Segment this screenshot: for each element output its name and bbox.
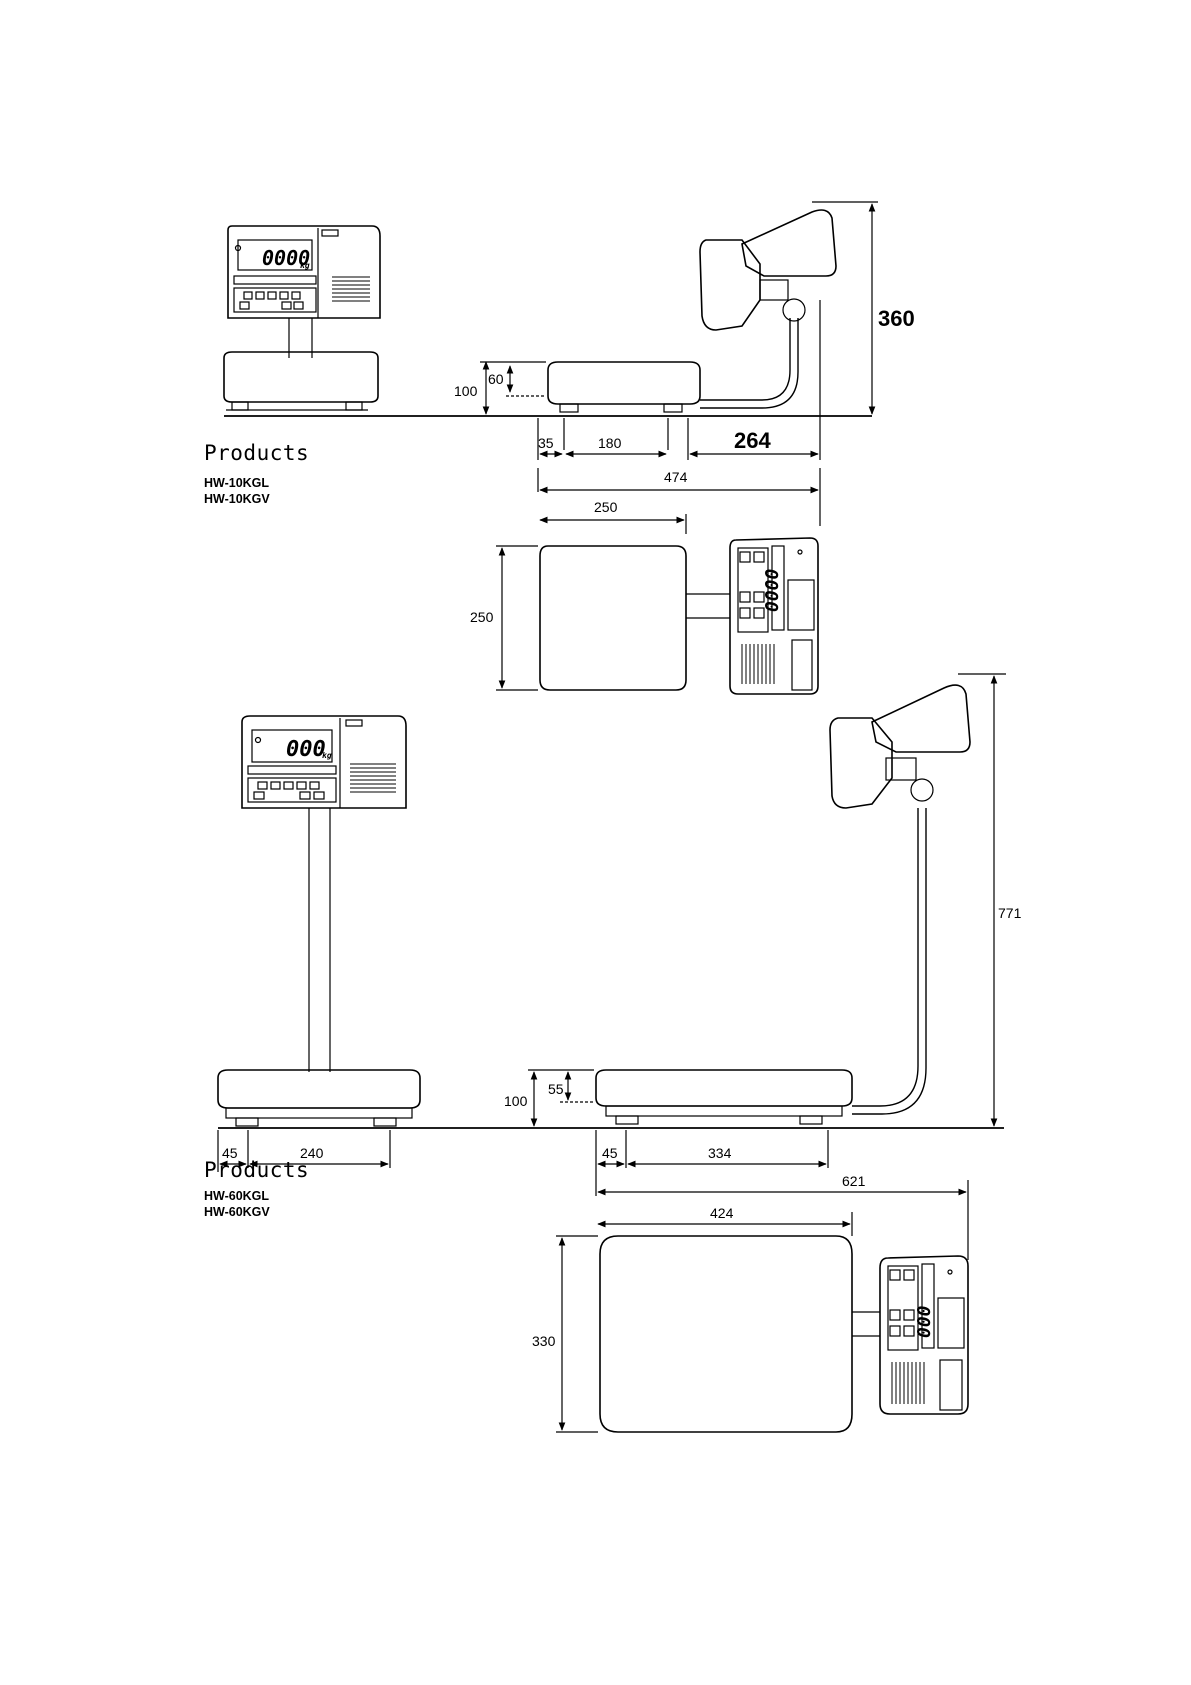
dim-base-height-large: 100 — [504, 1093, 528, 1109]
front-indicator-large — [242, 716, 406, 808]
dim-total-height-large: 771 — [998, 905, 1022, 921]
dim-platform-height-large: 55 — [548, 1081, 564, 1097]
front-platform-small — [224, 352, 378, 402]
side-platform-small — [548, 362, 700, 404]
foot-icon — [232, 402, 248, 410]
speaker-grill-small — [332, 277, 370, 301]
foot-icon — [346, 402, 362, 410]
top-platform-small — [540, 546, 686, 690]
dim-foot-offset-small: 35 — [538, 435, 554, 451]
lcd-reading-top-large: 000 — [914, 1305, 935, 1338]
dim-side-foot-spacing-large: 334 — [708, 1145, 732, 1161]
dim-base-height-small: 100 — [454, 383, 478, 399]
dim-platform-width-small: 250 — [594, 499, 618, 515]
dim-platform-height-small: 60 — [488, 371, 504, 387]
dim-platform-depth-small: 250 — [470, 609, 494, 625]
dim-side-foot-offset-large: 45 — [602, 1145, 618, 1161]
front-platform-large — [218, 1070, 420, 1108]
dim-overall-depth-small: 474 — [664, 469, 688, 485]
side-indicator-small — [700, 210, 836, 330]
dim-front-foot-spacing-large: 240 — [300, 1145, 324, 1161]
dim-overall-depth-large: 621 — [842, 1173, 866, 1189]
front-indicator-small — [228, 226, 380, 318]
speaker-grill-top-large — [892, 1362, 924, 1404]
dim-front-foot-offset-large: 45 — [222, 1145, 238, 1161]
dim-platform-depth-large: 330 — [532, 1333, 556, 1349]
dim-total-height-small: 360 — [878, 306, 915, 331]
side-indicator-large — [830, 685, 970, 808]
speaker-grill-top-small — [742, 644, 774, 684]
lcd-reading-large: 000 — [286, 737, 326, 762]
speaker-grill-large — [350, 764, 396, 792]
dim-platform-width-large: 424 — [710, 1205, 734, 1221]
dim-column-offset-small: 264 — [734, 428, 771, 453]
lcd-reading-top-small: 0000 — [762, 568, 783, 612]
side-platform-large — [596, 1070, 852, 1106]
top-platform-large — [600, 1236, 852, 1432]
lcd-unit-small: kg — [300, 261, 310, 270]
lcd-unit-large: kg — [322, 751, 332, 760]
dim-foot-spacing-small: 180 — [598, 435, 622, 451]
